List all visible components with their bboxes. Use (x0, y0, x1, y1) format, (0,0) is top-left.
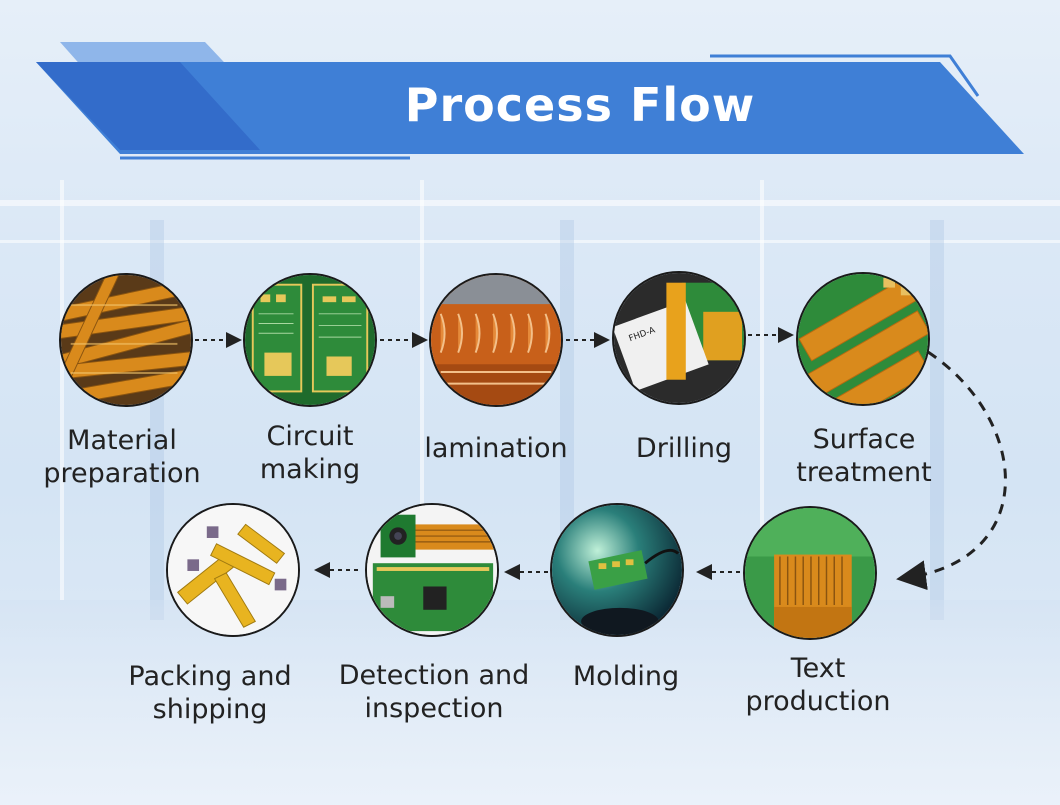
drilling-photo: FHD-A (612, 271, 746, 405)
title-banner: Process Flow (0, 0, 1060, 180)
step-label-line2: preparation (43, 458, 201, 489)
step-label: Drilling (584, 432, 784, 465)
step-label: Packing and shipping (110, 660, 310, 726)
step-label-line1: Drilling (635, 433, 733, 464)
step-label-line1: Detection and (338, 660, 530, 691)
step-label-line2: treatment (796, 457, 932, 488)
detection-and-inspection-photo (365, 503, 499, 637)
surface-treatment-photo (796, 272, 930, 406)
step-label: Material preparation (22, 424, 222, 490)
step-label: Surface treatment (764, 423, 964, 489)
step-label-line1: Text (790, 653, 846, 684)
step-label: Circuit making (210, 420, 410, 486)
step-label-line1: Circuit (266, 421, 354, 452)
step-label-line2: inspection (364, 693, 504, 724)
step-label-line2: production (745, 686, 891, 717)
step-label-line1: Surface (812, 424, 916, 455)
banner-shapes (36, 42, 1024, 160)
material-preparation-photo (59, 273, 193, 407)
step-label-line1: Molding (572, 661, 680, 692)
packing-and-shipping-photo (166, 503, 300, 637)
step-label: Detection and inspection (334, 659, 534, 725)
text-production-photo (743, 506, 877, 640)
step-label: lamination (396, 432, 596, 465)
step-label: Text production (718, 652, 918, 718)
step-label: Molding (526, 660, 726, 693)
circuit-making-photo (243, 273, 377, 407)
molding-photo (550, 503, 684, 637)
step-label-line1: Material (67, 425, 177, 456)
step-label-line2: making (259, 454, 361, 485)
step-label-line2: shipping (152, 694, 268, 725)
page-title: Process Flow (404, 78, 756, 132)
lamination-photo (429, 273, 563, 407)
step-label-line1: lamination (424, 433, 568, 464)
step-label-line1: Packing and (128, 661, 292, 692)
